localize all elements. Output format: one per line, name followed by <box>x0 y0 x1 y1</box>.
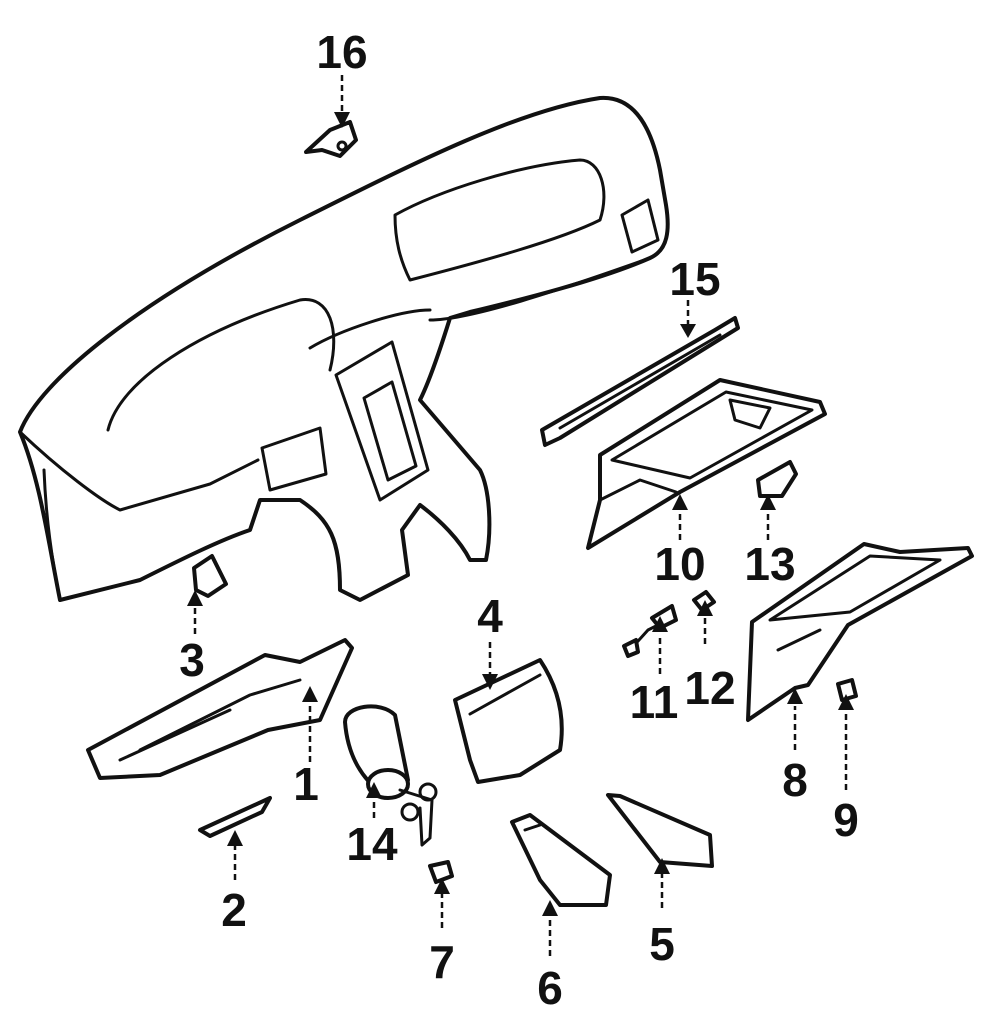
part-1-lower-panel <box>86 638 354 780</box>
callout-7: 7 <box>429 936 455 988</box>
callout-8: 8 <box>782 754 808 806</box>
callout-15: 15 <box>669 253 720 305</box>
part-3-bracket <box>192 554 228 598</box>
part-5-cover <box>606 793 714 868</box>
callout-1: 1 <box>293 758 319 810</box>
callout-labels: 16 15 10 13 3 4 11 12 1 8 9 14 2 5 7 6 <box>179 26 859 1014</box>
callout-13: 13 <box>744 538 795 590</box>
callout-6: 6 <box>537 962 563 1014</box>
part-9-bumper <box>836 678 858 702</box>
leader-lines <box>187 75 854 956</box>
instrument-panel <box>18 95 670 602</box>
part-14-lock-cylinder <box>343 704 438 847</box>
callout-14: 14 <box>346 818 398 870</box>
callout-12: 12 <box>684 662 735 714</box>
part-10-housing <box>586 378 827 550</box>
part-4-panel <box>453 658 564 784</box>
callout-11: 11 <box>630 676 679 728</box>
part-8-glove-box <box>746 542 974 722</box>
callout-5: 5 <box>649 918 675 970</box>
part-13-clip <box>756 460 798 498</box>
part-7-screw <box>428 860 454 884</box>
callout-9: 9 <box>833 794 859 846</box>
callout-4: 4 <box>477 590 503 642</box>
part-12-clip <box>692 590 716 612</box>
part-15-reinforcement <box>540 316 740 447</box>
callout-10: 10 <box>654 538 705 590</box>
part-6-cover <box>510 813 612 907</box>
part-2-trim <box>198 796 272 838</box>
callout-2: 2 <box>221 884 247 936</box>
callout-3: 3 <box>179 634 205 686</box>
part-11-harness <box>622 604 678 658</box>
part-16-bracket <box>304 120 358 158</box>
callout-16: 16 <box>316 26 367 78</box>
